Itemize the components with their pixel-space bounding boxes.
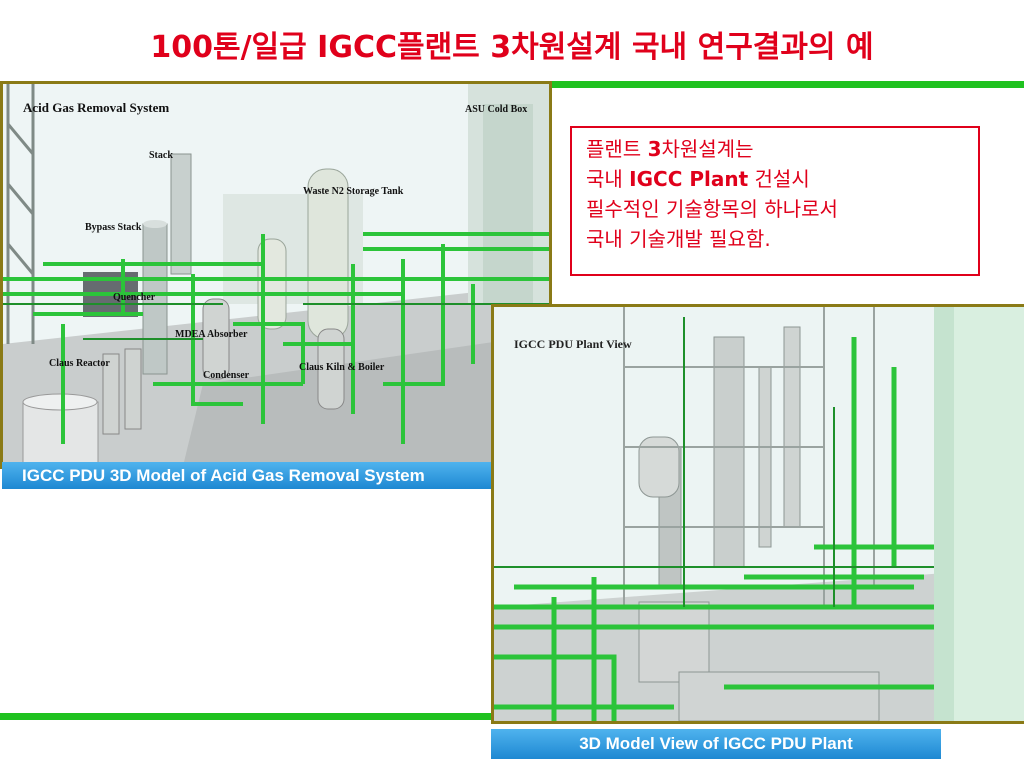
note-line-3: 필수적인 기술항목의 하나로서: [586, 197, 838, 221]
note-line-4: 국내 기술개발 필요함.: [586, 227, 771, 251]
label-acid-gas-removal-system: Acid Gas Removal System: [23, 100, 170, 115]
label-claus-kiln-boiler: Claus Kiln & Boiler: [299, 362, 385, 373]
pdu-plant-drawing: [494, 307, 1024, 721]
slide-title: 100톤/일급 IGCC플랜트 3차원설계 국내 연구결과의 예: [150, 30, 874, 65]
label-mdea-absorber: MDEA Absorber: [175, 329, 248, 340]
pdu-plant-caption: 3D Model View of IGCC PDU Plant: [491, 729, 941, 759]
note-box: 플랜트 3차원설계는 국내 IGCC Plant 건설시 필수적인 기술항목의 …: [570, 126, 980, 276]
note-line-1: 플랜트 3차원설계는: [586, 137, 754, 161]
note-line-2: 국내 IGCC Plant 건설시: [586, 167, 810, 191]
label-claus-reactor: Claus Reactor: [49, 358, 110, 369]
label-asu-cold-box: ASU Cold Box: [465, 104, 528, 115]
agr-model-drawing: [3, 84, 549, 466]
label-stack: Stack: [149, 150, 173, 161]
label-igcc-pdu-plant-view: IGCC PDU Plant View: [514, 337, 632, 351]
label-condenser: Condenser: [203, 370, 250, 381]
pdu-plant-image: IGCC PDU Plant View: [491, 304, 1024, 724]
label-waste-n2-storage-tank: Waste N2 Storage Tank: [303, 186, 404, 197]
agr-model-caption: IGCC PDU 3D Model of Acid Gas Removal Sy…: [2, 462, 492, 489]
label-quencher: Quencher: [113, 292, 156, 303]
agr-model-image: Acid Gas Removal System ASU Cold Box Sta…: [0, 81, 552, 469]
label-bypass-stack: Bypass Stack: [85, 222, 142, 233]
